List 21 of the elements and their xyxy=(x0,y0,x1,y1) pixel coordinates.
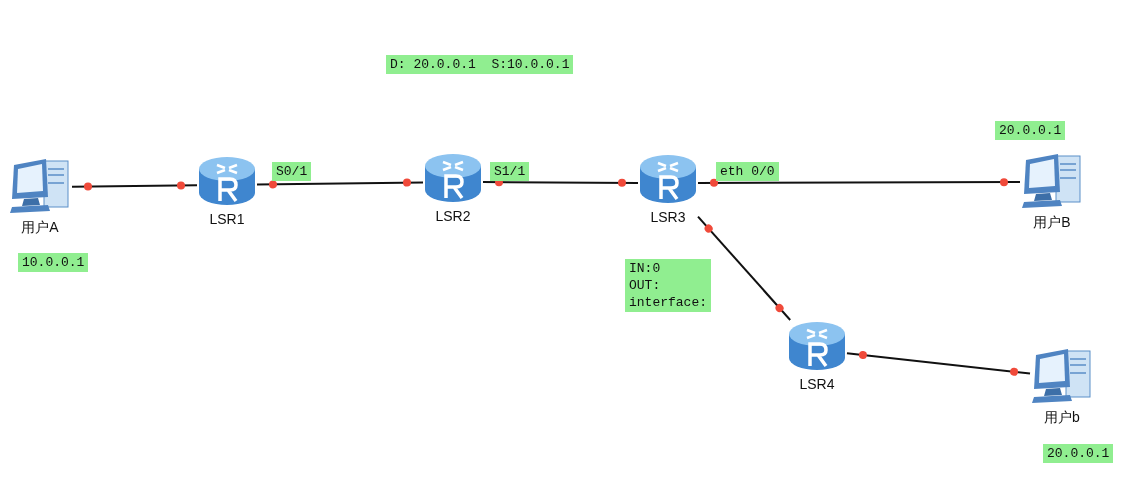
device-name: LSR1 xyxy=(209,211,245,227)
device-name: LSR2 xyxy=(435,208,471,224)
ip-address-tag: 20.0.0.1 xyxy=(995,121,1066,140)
network-link xyxy=(71,181,198,191)
ip-address-tag: 10.0.0.1 xyxy=(18,253,89,272)
device-name: 用户B xyxy=(1033,214,1071,230)
network-link xyxy=(697,215,792,321)
device-name: 用户b xyxy=(1044,409,1080,425)
network-link xyxy=(482,178,639,187)
device-name: 用户A xyxy=(21,219,59,235)
forwarding-info-tag: IN:0 OUT: interface: xyxy=(625,259,711,312)
interface-tag: eth 0/0 xyxy=(716,162,779,181)
network-link xyxy=(256,178,424,189)
packet-header-tag: D: 20.0.0.1 S:10.0.0.1 xyxy=(386,55,574,74)
interface-tag: S1/1 xyxy=(490,162,530,181)
device-name: LSR4 xyxy=(799,376,835,392)
interface-tag: S0/1 xyxy=(272,162,312,181)
device-name: LSR3 xyxy=(650,209,686,225)
network-link xyxy=(846,351,1031,376)
ip-address-tag: 20.0.0.1 xyxy=(1043,444,1114,463)
network-link xyxy=(697,178,1021,187)
